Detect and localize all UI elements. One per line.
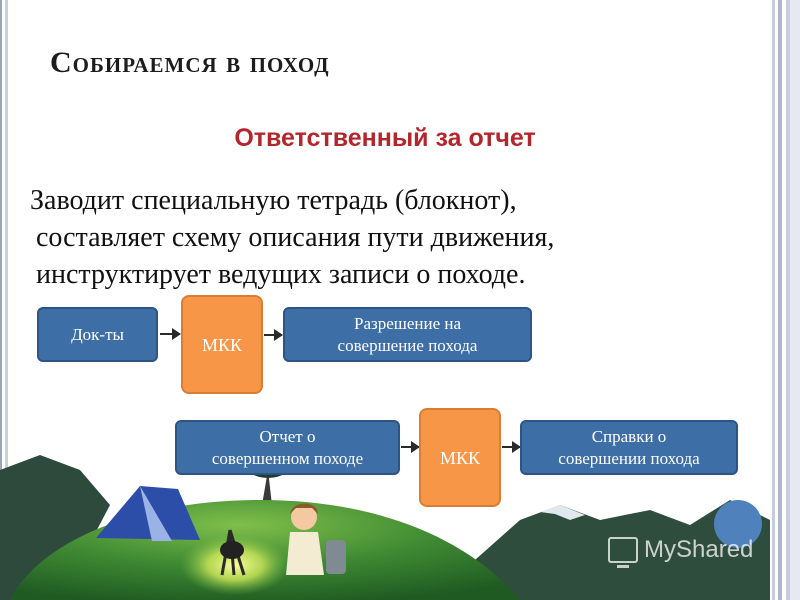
slide-subtitle: Ответственный за отчет: [234, 124, 536, 152]
docs-box: Док-ты: [37, 307, 158, 362]
child-body: [286, 532, 324, 575]
fire-glow: [180, 535, 290, 595]
tent-front: [140, 486, 172, 541]
permit-label-line2: совершение похода: [337, 335, 478, 355]
mkk-box-1: МКК: [181, 295, 263, 394]
permit-box: Разрешение на совершение похода: [283, 307, 532, 362]
body-line: инструктирует ведущих записи о походе.: [36, 259, 526, 290]
mountain-left: [0, 455, 110, 600]
report-box: Отчет о совершенном походе: [175, 420, 400, 475]
watermark: MyShared: [608, 536, 754, 568]
arrow-report-to-mkk: [401, 441, 420, 453]
body-line: Заводит специальную тетрадь (блокнот),: [30, 185, 517, 216]
arrow-docs-to-mkk: [160, 328, 181, 340]
arrow-mkk-to-certificate: [502, 441, 521, 453]
mountain-right-snow: [540, 505, 585, 520]
backpack: [326, 540, 346, 574]
mkk-box-2: МКК: [419, 408, 501, 507]
watermark-text: MyShared: [644, 536, 754, 563]
report-label-line2: совершенном походе: [211, 448, 364, 468]
certificate-label-line1: Справки о: [591, 426, 667, 446]
slide-frame-left: [0, 0, 12, 600]
child-hair: [290, 503, 318, 514]
mountain-right: [430, 500, 770, 600]
certificate-label-line2: совершении похода: [558, 448, 700, 468]
decorative-circle: [714, 500, 762, 548]
mkk-label-2: МКК: [439, 447, 481, 468]
slide-frame-right: [766, 0, 800, 600]
mkk-label-1: МКК: [201, 334, 243, 355]
pot: [220, 541, 244, 559]
tree-trunk: [262, 470, 272, 505]
slide-title: Собираемся в поход: [50, 46, 330, 79]
screen-icon: [608, 537, 638, 568]
arrow-mkk-to-permit: [264, 329, 283, 341]
permit-label-line1: Разрешение на: [353, 313, 462, 333]
docs-label: Док-ты: [71, 324, 124, 344]
report-label-line1: Отчет о: [259, 426, 316, 446]
certificate-box: Справки о совершении похода: [520, 420, 738, 475]
body-line: составляет схему описания пути движения,: [36, 222, 555, 253]
body-paragraph: Заводит специальную тетрадь (блокнот), с…: [30, 182, 554, 293]
child-head: [291, 504, 317, 530]
